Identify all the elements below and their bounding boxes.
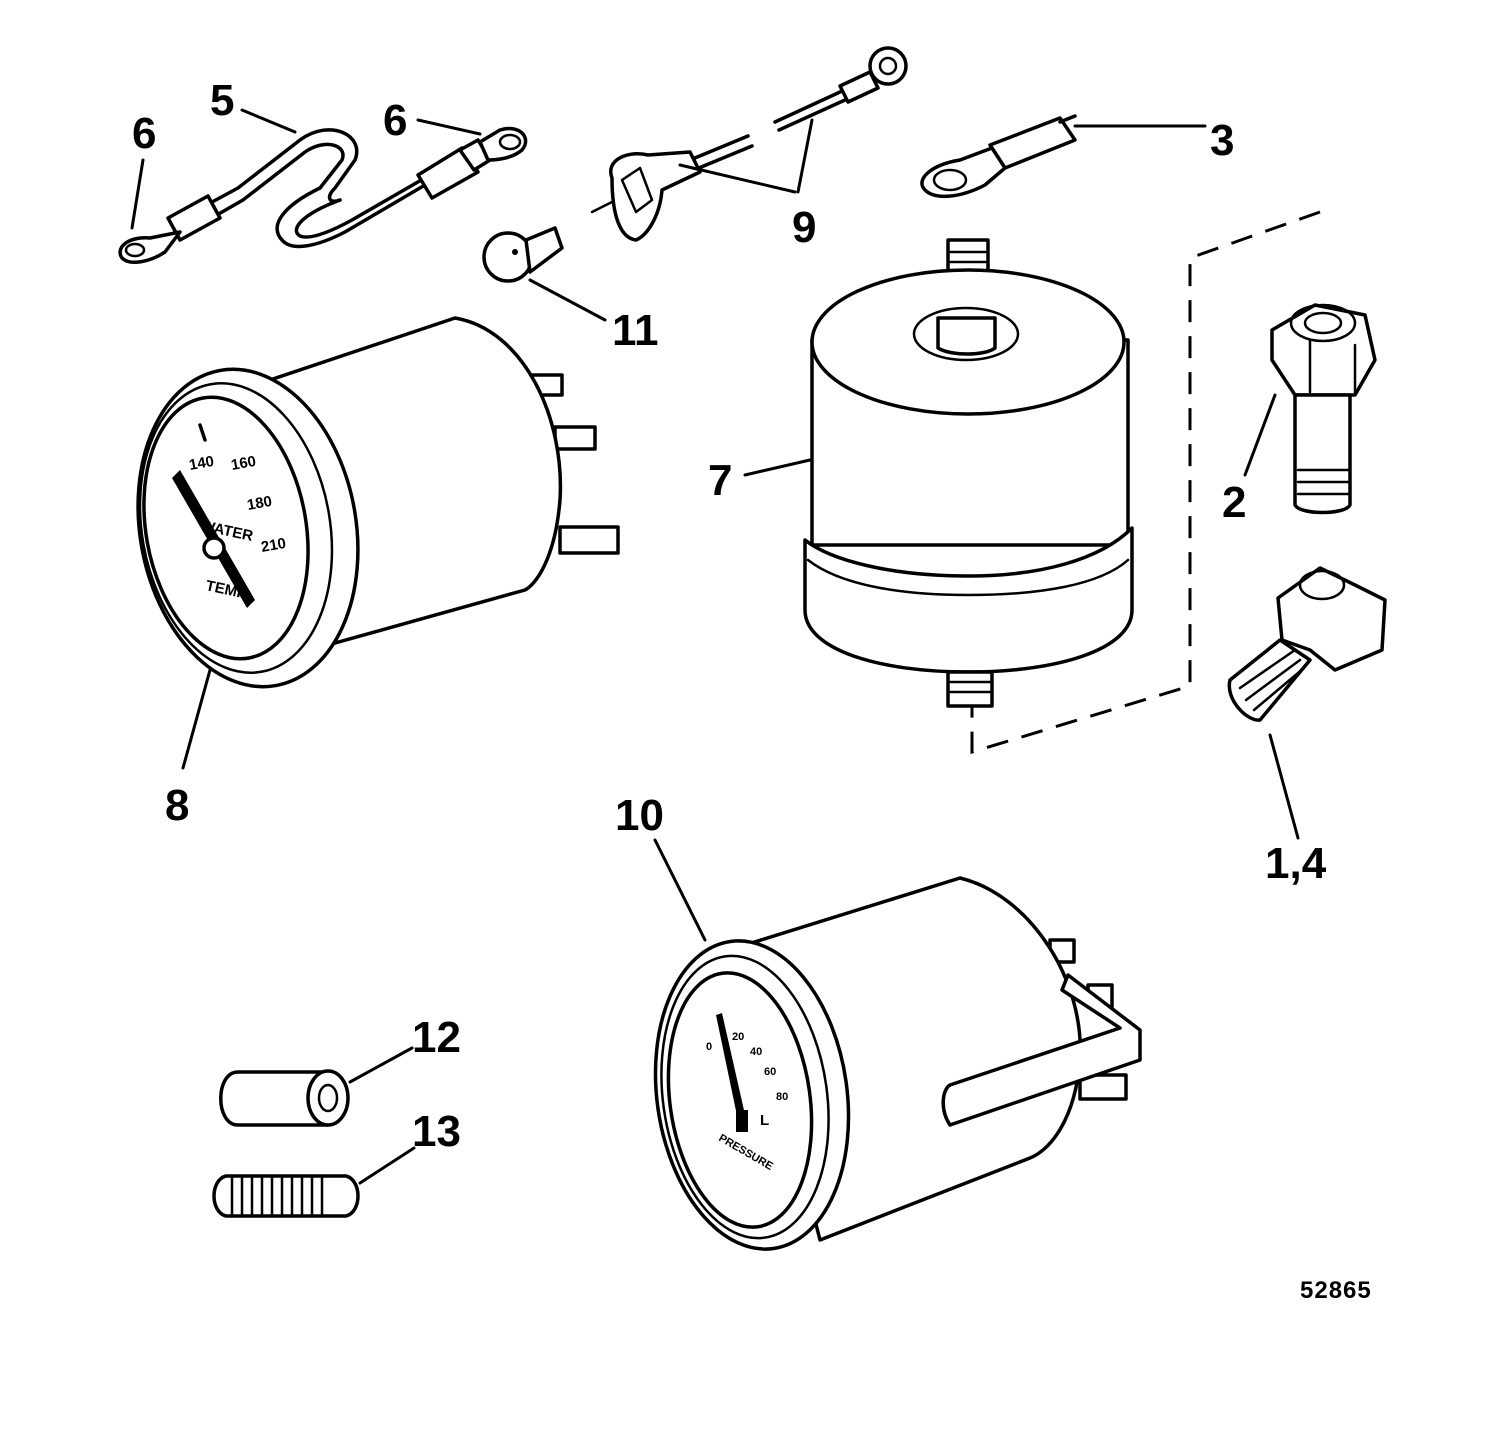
callout-10: 10 (615, 791, 664, 840)
pressure-tick-0: 0 (706, 1041, 712, 1053)
ground-wire-assembly (118, 126, 528, 264)
callout-labels: 6 5 6 9 3 11 7 2 1,4 8 10 12 13 52865 (132, 76, 1372, 1304)
pressure-face-letter: L (760, 1112, 769, 1129)
callout-8: 8 (165, 781, 189, 830)
oil-pressure-gauge: 0 20 40 60 80 L PRESSURE (653, 876, 1142, 1251)
assembly-dashed-line (970, 210, 1321, 755)
pressure-tick-60: 60 (764, 1066, 776, 1078)
leader-lines (130, 108, 1300, 1185)
pressure-tick-40: 40 (750, 1046, 762, 1058)
lamp-socket-with-lead (590, 46, 908, 242)
callout-13: 13 (412, 1107, 461, 1156)
water-temp-gauge: 140 160 180 210 WATER TEMP (136, 316, 620, 689)
ring-terminal (920, 114, 1077, 199)
temp-tick-160: 160 (230, 453, 258, 474)
callout-6-left: 6 (132, 109, 156, 158)
figure-number: 52865 (1300, 1277, 1372, 1304)
callout-5: 5 (210, 76, 234, 125)
callout-2: 2 (1222, 478, 1246, 527)
pressure-tick-80: 80 (776, 1091, 788, 1103)
adapter-fitting (1270, 303, 1377, 515)
callout-12: 12 (412, 1013, 461, 1062)
callout-7: 7 (708, 456, 732, 505)
callout-3: 3 (1210, 116, 1234, 165)
temp-tick-180: 180 (246, 493, 274, 514)
elbow-fitting (1227, 566, 1387, 722)
callout-6-right: 6 (383, 96, 407, 145)
callout-9: 9 (792, 203, 816, 252)
bulb (482, 226, 564, 283)
pressure-tick-20: 20 (732, 1031, 744, 1043)
sender-unit (803, 238, 1134, 708)
callout-11: 11 (612, 306, 659, 355)
callout-1-4: 1,4 (1265, 839, 1327, 888)
sleeve-spacer (219, 1069, 350, 1127)
threaded-stud (212, 1174, 360, 1218)
temp-tick-210: 210 (260, 535, 288, 556)
temp-tick-140: 140 (188, 453, 216, 474)
